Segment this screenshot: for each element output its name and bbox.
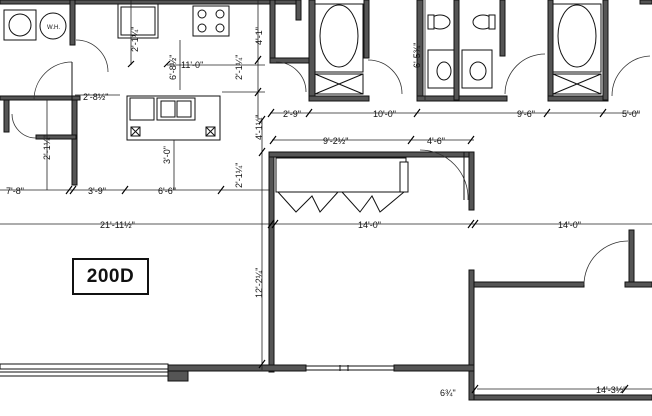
dim-label: 4'-1" bbox=[254, 27, 264, 45]
windows bbox=[0, 363, 395, 377]
dim-label: 6'-6" bbox=[158, 186, 176, 196]
dim-label: 6'-8½" bbox=[168, 55, 178, 80]
dim-label: 3'-9" bbox=[88, 186, 106, 196]
dim-label: 2'-9" bbox=[283, 109, 301, 119]
dim-label: 2'-1¼" bbox=[234, 55, 244, 80]
dim-label: 5'-0" bbox=[622, 109, 640, 119]
unit-name-label: 200D bbox=[72, 258, 149, 295]
dim-label: 4'-1¼" bbox=[254, 115, 264, 140]
dimension-lines bbox=[0, 0, 652, 390]
washer-dryer: W.H. bbox=[3, 9, 67, 41]
dim-label: 14'-3½" bbox=[596, 385, 626, 395]
dim-label: 9'-2½" bbox=[323, 136, 348, 146]
bathtub-1 bbox=[314, 3, 364, 95]
dim-label: 10'-0" bbox=[373, 109, 396, 119]
dim-label: 12'-2¼" bbox=[254, 268, 264, 298]
bathtub-2 bbox=[552, 3, 602, 95]
dim-label: 21'-11½" bbox=[100, 220, 135, 230]
refrigerator bbox=[117, 3, 159, 39]
dim-label: 4'-6" bbox=[427, 136, 445, 146]
walls bbox=[0, 0, 652, 401]
toilets bbox=[427, 14, 496, 30]
kitchen-island bbox=[126, 95, 221, 141]
dim-label: 14'-0" bbox=[358, 220, 381, 230]
dim-label: 2'-1¼" bbox=[42, 135, 52, 160]
door-swings bbox=[11, 39, 651, 286]
water-heater-label: W.H. bbox=[47, 25, 60, 31]
dimension-labels: 2'-1¼" 6'-8½" 2'-1¼" 4'-1" 6'-5¾" 2'-8½"… bbox=[6, 27, 640, 398]
dimension-ticks bbox=[65, 55, 629, 394]
dim-label: 6¾" bbox=[440, 388, 456, 398]
dim-label: 3'-0" bbox=[162, 146, 172, 164]
dim-label: 11'-0" bbox=[181, 60, 203, 70]
range bbox=[192, 5, 230, 37]
dim-label: 9'-6" bbox=[517, 109, 535, 119]
vanity-sinks bbox=[427, 49, 493, 89]
dim-label: 14'-0" bbox=[558, 220, 581, 230]
dim-label: 7'-8" bbox=[6, 186, 24, 196]
dim-label: 2'-8½" bbox=[83, 92, 108, 102]
dim-label: 2'-1¼" bbox=[130, 27, 140, 52]
dim-label: 6'-5¾" bbox=[412, 43, 422, 68]
dim-label: 2'-1¼" bbox=[234, 163, 244, 188]
bifold-closet-doors bbox=[275, 157, 409, 213]
